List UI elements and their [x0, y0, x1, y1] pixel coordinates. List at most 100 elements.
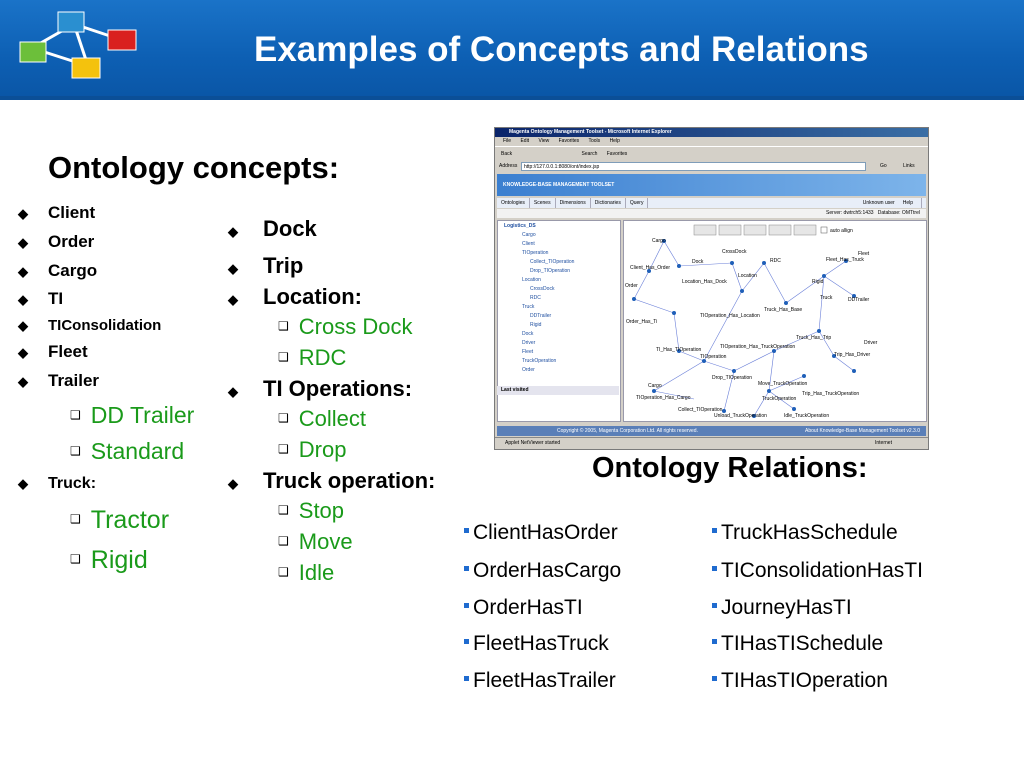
graph-node-label[interactable]: Order	[625, 283, 638, 289]
graph-node-label[interactable]: Location	[738, 273, 757, 279]
square-bullet-icon: ❑	[278, 442, 289, 457]
tree-item[interactable]: Client	[522, 241, 535, 247]
menu-file[interactable]: File	[503, 138, 512, 144]
graph-node-label[interactable]: Unload_TruckOperation	[714, 413, 767, 419]
square-bullet-icon	[464, 565, 469, 571]
tree-item[interactable]: RDC	[530, 295, 541, 301]
menu-view[interactable]: View	[538, 138, 550, 144]
graph-node-label[interactable]: Location_Has_Dock	[682, 279, 727, 285]
tree-item[interactable]: TruckOperation	[522, 358, 557, 364]
tree-item[interactable]: Order	[522, 367, 535, 373]
graph-node-label[interactable]: RDC	[770, 258, 781, 264]
graph-node-label[interactable]: Fleet	[858, 251, 870, 257]
ontology-graph[interactable]: auto allign Cargo Client_Has_Order Dock …	[623, 220, 927, 422]
banner-divider	[0, 96, 1024, 100]
concept-ti: ◆TI	[18, 289, 64, 308]
tree-item[interactable]: DDTrailer	[530, 313, 552, 319]
square-bullet-icon: ❑	[278, 503, 289, 518]
tree-item[interactable]: Cargo	[522, 232, 536, 238]
graph-node-label[interactable]: Trip_Has_TruckOperation	[802, 391, 860, 397]
graph-node-label[interactable]: CrossDock	[722, 249, 747, 255]
square-bullet-icon: ❑	[70, 443, 81, 458]
menu-tools[interactable]: Tools	[588, 138, 601, 144]
favorites-button[interactable]: Favorites	[606, 151, 628, 157]
graph-node-label[interactable]: TIOperation_Has_Cargo	[636, 395, 691, 401]
graph-node-label[interactable]: TIOperation	[700, 354, 727, 360]
graph-node-label[interactable]: Truck_Has_Base	[764, 307, 803, 313]
graph-node-label[interactable]: Trip_Has_Driver	[834, 352, 871, 358]
diamond-bullet-icon: ◆	[228, 224, 238, 239]
tab-dictionaries[interactable]: Dictionaries	[591, 198, 626, 208]
menu-edit[interactable]: Edit	[520, 138, 530, 144]
graph-node-label[interactable]: Truck_Has_Trip	[796, 335, 832, 341]
diamond-bullet-icon: ◆	[18, 345, 28, 360]
tree-item[interactable]: Dock	[522, 331, 534, 337]
tree-item[interactable]: Driver	[522, 340, 536, 346]
tree-item[interactable]: CrossDock	[530, 286, 555, 292]
tab-scenes[interactable]: Scenes	[530, 198, 556, 208]
diamond-bullet-icon: ◆	[228, 384, 238, 399]
copyright-text: Copyright © 2005, Magenta Corporation Lt…	[557, 428, 698, 434]
graph-node-label[interactable]: Dock	[692, 259, 704, 265]
concept-truck: ◆Truck:	[18, 475, 97, 492]
database-label: Database: OMTtrel	[877, 210, 920, 216]
tree-item[interactable]: Collect_TIOperation	[530, 259, 575, 265]
menu-favorites[interactable]: Favorites	[558, 138, 580, 144]
graph-node-label[interactable]: TIOperation_Has_Location	[700, 313, 760, 319]
graph-node-label[interactable]: Drop_TIOperation	[712, 375, 753, 381]
relation-item: TIHasTIOperation	[712, 669, 888, 693]
graph-node-label[interactable]: Collect_TIOperation	[678, 407, 723, 413]
tree-item[interactable]: TIOperation	[522, 250, 549, 256]
diamond-bullet-icon: ◆	[18, 235, 28, 250]
tab-ontologies[interactable]: Ontologies	[497, 198, 530, 208]
tree-item[interactable]: Drop_TIOperation	[530, 268, 571, 274]
auto-align-label[interactable]: auto allign	[830, 228, 853, 234]
status-text: Applet NetViewer started	[505, 440, 561, 446]
graph-node-label[interactable]: Fleet_Has_Truck	[826, 257, 864, 263]
graph-node-label[interactable]: TI_Has_TIOperation	[656, 347, 702, 353]
ti-op-drop: ❑Drop	[278, 437, 347, 462]
address-input[interactable]: http://127.0.0.1:8080/ont/index.jsp	[521, 162, 866, 171]
graph-node-label[interactable]: Client_Has_Order	[630, 265, 671, 271]
go-button[interactable]: Go	[880, 163, 887, 169]
graph-node-label[interactable]: Idle_TruckOperation	[784, 413, 830, 419]
graph-node-label[interactable]: DDTrailer	[848, 297, 870, 303]
tab-query[interactable]: Query	[626, 198, 649, 208]
user-label[interactable]: Unknown user	[862, 200, 895, 206]
browser-statusbar: Applet NetViewer started Internet	[495, 437, 928, 448]
menu-help[interactable]: Help	[609, 138, 620, 144]
links-label[interactable]: Links	[903, 163, 915, 169]
tree-item[interactable]: Logistics_DS	[504, 223, 536, 229]
diamond-bullet-icon: ◆	[18, 476, 28, 491]
graph-node-label[interactable]: Move_TruckOperation	[758, 381, 808, 387]
graph-node-label[interactable]: Cargo	[652, 238, 666, 244]
concept-trip: ◆Trip	[228, 253, 304, 278]
network-logo-icon	[19, 11, 137, 79]
back-button[interactable]: Back	[501, 151, 513, 157]
graph-node-label[interactable]: Driver	[864, 340, 878, 346]
tab-dimensions[interactable]: Dimensions	[556, 198, 591, 208]
relation-item: JourneyHasTI	[712, 596, 852, 620]
search-button[interactable]: Search	[581, 151, 598, 157]
graph-node-label[interactable]: Truck	[820, 295, 833, 301]
square-bullet-icon	[712, 675, 717, 681]
user-links: Unknown user Help	[855, 198, 922, 208]
tree-item[interactable]: Location	[522, 277, 541, 283]
truck-op-idle: ❑Idle	[278, 560, 335, 585]
graph-node-label[interactable]: TruckOperation	[762, 396, 797, 402]
tree-item[interactable]: Fleet	[522, 349, 534, 355]
graph-node-label[interactable]: Rigid	[812, 279, 824, 285]
window-titlebar: Magenta Ontology Management Toolset - Mi…	[495, 128, 928, 137]
graph-node-label[interactable]: Order_Has_Ti	[626, 319, 658, 325]
graph-node-label[interactable]: Cargo	[648, 383, 662, 389]
help-link[interactable]: Help	[902, 200, 913, 206]
square-bullet-icon: ❑	[278, 411, 289, 426]
relation-item: OrderHasCargo	[464, 559, 621, 583]
graph-node-label[interactable]: TIOperation_Has_TruckOperation	[720, 344, 796, 350]
tree-item[interactable]: Rigid	[530, 322, 542, 328]
about-link[interactable]: About Knowledge-Base Management Toolset …	[805, 428, 920, 434]
toolset-screenshot: Magenta Ontology Management Toolset - Mi…	[494, 127, 929, 450]
concept-ti-operations: ◆TI Operations:	[228, 376, 413, 401]
square-bullet-icon	[712, 527, 717, 533]
tree-item[interactable]: Truck	[522, 304, 535, 310]
